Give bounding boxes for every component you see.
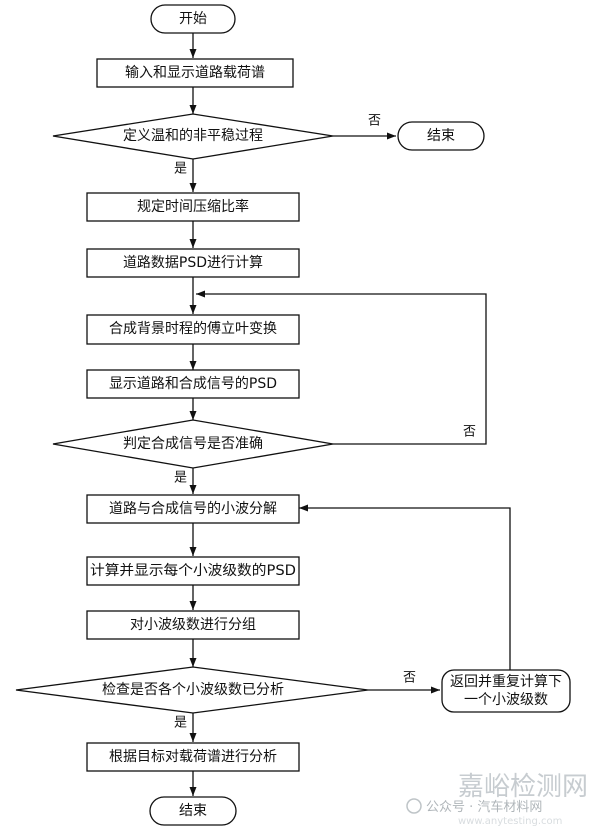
check-yes-label: 是 [174,716,187,731]
define-no-label: 否 [368,114,381,129]
show-psd-box [86,369,300,399]
check-decision [15,666,369,714]
watermark-url: www.anytesting.com [458,816,562,827]
psd-calc-label: 道路数据PSD进行计算 [123,255,263,271]
fourier-box [86,314,300,345]
end-bottom-terminal [149,796,237,826]
fourier-label: 合成背景时程的傅立叶变换 [109,320,277,337]
define-decision [52,113,334,160]
analyze-label: 根据目标对载荷谱进行分析 [109,749,277,765]
calc-psd-box [86,556,300,586]
show-psd-label: 显示道路和合成信号的PSD [109,376,277,392]
define-label: 定义温和的非平稳过程 [123,128,263,144]
judge-no-label: 否 [463,425,476,440]
check-label: 检查是否各个小波级数已分析 [102,682,284,698]
time-compress-box [86,192,300,222]
return-box [441,669,571,713]
edge-return-loop [299,504,511,670]
wavelet-box [86,494,300,524]
input-label: 输入和显示道路载荷谱 [125,65,265,81]
input-box [96,58,294,88]
group-label: 对小波级数进行分组 [130,617,256,633]
check-no-label: 否 [403,671,416,686]
start-label: 开始 [179,11,207,27]
wavelet-label: 道路与合成信号的小波分解 [109,501,277,517]
end-bottom-label: 结束 [179,803,207,819]
watermark-line: 公众号 · 汽车材料网 [426,799,542,815]
watermark: 嘉峪检测网 公众号 · 汽车材料网 www.anytesting.com [406,772,588,827]
watermark-brand: 嘉峪检测网 [458,772,588,802]
psd-calc-box [86,248,300,278]
return-label-line2: 一个小波级数 [464,692,548,708]
judge-label: 判定合成信号是否准确 [123,436,263,452]
time-compress-label: 规定时间压缩比率 [137,198,249,215]
judge-yes-label: 是 [174,471,187,486]
define-yes-label: 是 [174,162,187,177]
calc-psd-label: 计算并显示每个小波级数的PSD [90,563,296,579]
end-top-label: 结束 [427,128,455,144]
start-terminal [150,4,236,34]
judge-decision [52,419,334,469]
end-top-terminal [397,121,485,151]
group-box [86,610,300,640]
edge-judge-no-loop [196,290,487,445]
return-label-line1: 返回并重复计算下 [450,673,562,690]
analyze-box [86,742,300,772]
wechat-icon [406,798,422,814]
